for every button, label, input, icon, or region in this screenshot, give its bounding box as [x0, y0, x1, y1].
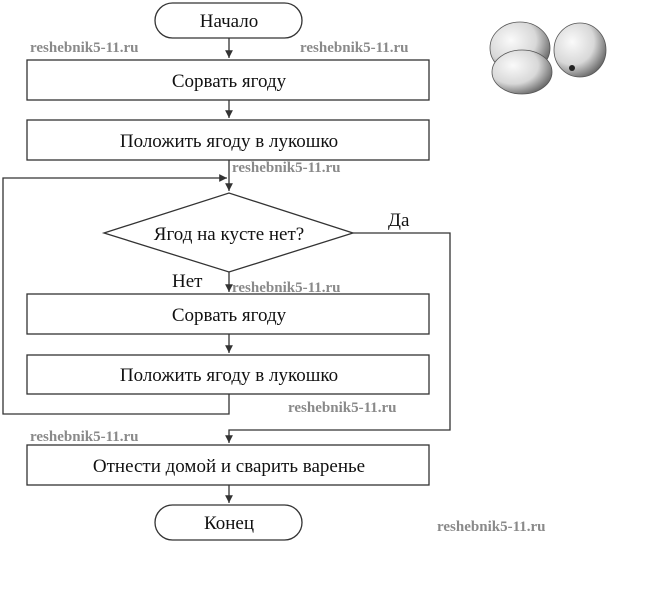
berries-illustration — [489, 21, 607, 95]
watermark: reshebnik5-11.ru — [437, 519, 546, 535]
process-label: Положить ягоду в лукошко — [120, 365, 338, 386]
connectors — [2, 38, 451, 503]
watermarks: reshebnik5-11.ru reshebnik5-11.ru resheb… — [30, 40, 546, 535]
no-label: Нет — [172, 271, 203, 292]
decision-label: Ягод на кусте нет? — [154, 224, 304, 245]
start-label: Начало — [200, 11, 259, 32]
process-put-berry: Положить ягоду в лукошко — [26, 119, 430, 161]
process-pick-berry: Сорвать ягоду — [26, 59, 430, 101]
watermark: reshebnik5-11.ru — [30, 429, 139, 445]
watermark: reshebnik5-11.ru — [232, 280, 341, 296]
yes-label: Да — [388, 210, 410, 231]
decision-no-berries: Ягод на кусте нет? — [101, 192, 356, 273]
start-terminator: Начало — [154, 2, 303, 39]
watermark: reshebnik5-11.ru — [30, 40, 139, 56]
watermark: reshebnik5-11.ru — [300, 40, 409, 56]
process-loop-pick-berry: Сорвать ягоду — [26, 293, 430, 335]
watermark: reshebnik5-11.ru — [232, 160, 341, 176]
end-terminator: Конец — [154, 504, 303, 541]
process-label: Отнести домой и сварить варенье — [93, 456, 365, 477]
process-loop-put-berry: Положить ягоду в лукошко — [26, 354, 430, 395]
end-label: Конец — [204, 513, 254, 534]
process-label: Положить ягоду в лукошко — [120, 131, 338, 152]
process-label: Сорвать ягоду — [172, 305, 287, 326]
process-make-jam: Отнести домой и сварить варенье — [26, 444, 430, 486]
watermark: reshebnik5-11.ru — [288, 400, 397, 416]
process-label: Сорвать ягоду — [172, 71, 287, 92]
